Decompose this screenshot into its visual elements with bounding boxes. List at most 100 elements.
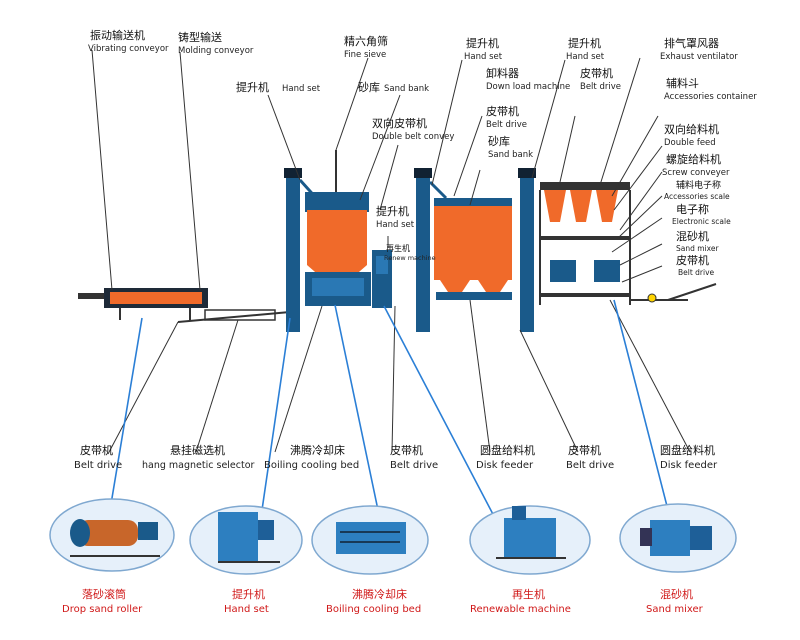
label-sandbank-2-cn: 砂库	[488, 135, 510, 148]
elevator-2	[416, 172, 430, 332]
caption-hand-set-cn: 提升机	[232, 587, 265, 601]
accessories-container-1	[544, 190, 566, 222]
label-sand-mixer-top-cn: 混砂机	[676, 229, 709, 243]
label-magnetic-en: hang magnetic selector	[142, 460, 255, 471]
label-exhaust-en: Exhaust ventilator	[660, 52, 738, 62]
caption-renewable-en: Renewable machine	[470, 604, 571, 615]
label-sandbank-1-cn: 砂库	[358, 81, 380, 94]
photo-captions: 落砂滚筒 Drop sand roller 提升机 Hand set 沸腾冷却床…	[62, 587, 704, 615]
label-belt-drive-b3-en: Belt drive	[566, 460, 614, 471]
label-beltdrive-top1-en: Belt drive	[580, 82, 621, 92]
machinery	[78, 150, 717, 332]
label-fine-sieve-cn: 精六角筛	[344, 34, 388, 48]
label-vibrating-conveyor-en: Vibrating conveyor	[88, 44, 169, 54]
label-belt-drive-b3-cn: 皮带机	[568, 443, 601, 457]
fine-sieve-frame	[305, 192, 369, 212]
label-download-en: Down load machine	[486, 82, 570, 92]
caption-hand-set-en: Hand set	[224, 604, 269, 615]
label-e-scale-cn: 电子称	[676, 202, 709, 216]
label-handset-1-en: Hand set	[282, 84, 321, 94]
label-disk-feeder-b2-en: Disk feeder	[660, 460, 718, 471]
label-belt-drive-b1-cn: 皮带机	[80, 443, 113, 457]
label-belt-drive-b2-en: Belt drive	[390, 460, 438, 471]
label-handset-2-en: Hand set	[464, 52, 503, 62]
caption-sand-mixer-cn: 混砂机	[660, 587, 693, 601]
label-handset-4-cn: 提升机	[376, 204, 409, 218]
photo-sand-mixer	[619, 503, 737, 573]
label-double-feed-cn: 双向给料机	[664, 122, 719, 136]
top-labels: 振动输送机 Vibrating conveyor 铸型输送 Molding co…	[88, 28, 757, 277]
photo-drop-sand-roller	[49, 498, 175, 572]
bottom-leader-lines	[107, 299, 691, 455]
photo-boiling-cooling-bed	[311, 505, 429, 575]
top-leader-lines	[91, 49, 663, 291]
label-sandbank-2-en: Sand bank	[488, 150, 533, 160]
label-belt-drive-b2-cn: 皮带机	[390, 443, 423, 457]
label-double-feed-en: Double feed	[664, 138, 716, 148]
belt-drive-1	[177, 311, 291, 323]
vibrating-conveyor	[78, 293, 108, 299]
caption-renewable-cn: 再生机	[512, 587, 545, 601]
photo-renewable-machine	[469, 505, 591, 575]
photo-hand-set	[189, 505, 303, 575]
label-fine-sieve-en: Fine sieve	[344, 50, 386, 60]
caption-drop-roller-cn: 落砂滚筒	[82, 587, 126, 601]
label-screw-en: Screw conveyer	[662, 168, 730, 178]
label-download-cn: 卸料器	[486, 66, 519, 80]
label-accessories-en: Accessories container	[664, 92, 757, 102]
label-beltdrive-top3-en: Belt drive	[678, 268, 715, 277]
magnetic-selector	[204, 309, 276, 321]
label-beltdrive-top2-en: Belt drive	[486, 120, 527, 130]
accessories-container-2	[570, 190, 592, 222]
label-exhaust-cn: 排气罩风器	[664, 36, 719, 50]
label-beltdrive-top2-cn: 皮带机	[486, 104, 519, 118]
label-disk-feeder-b1-en: Disk feeder	[476, 460, 534, 471]
label-acc-scale-cn: 辅料电子称	[676, 179, 721, 191]
label-sand-mixer-top-en: Sand mixer	[676, 244, 719, 253]
label-boiling-bed-b-en: Boiling cooling bed	[264, 460, 359, 471]
label-molding-conveyor-en: Molding conveyor	[178, 46, 254, 56]
label-handset-4-en: Hand set	[376, 220, 415, 230]
label-belt-drive-b1-en: Belt drive	[74, 460, 122, 471]
label-accessories-cn: 辅料斗	[666, 76, 699, 90]
label-acc-scale-en: Accessories scale	[664, 192, 730, 201]
label-handset-3-cn: 提升机	[568, 36, 601, 50]
label-renew-cn: 再生机	[386, 243, 410, 253]
elevator-3	[520, 172, 534, 332]
label-magnetic-cn: 悬挂磁选机	[170, 443, 225, 457]
label-sandbank-1-en: Sand bank	[384, 84, 429, 94]
label-beltdrive-top1-cn: 皮带机	[580, 66, 613, 80]
sand-bank	[434, 204, 512, 280]
label-molding-conveyor-cn: 铸型输送	[178, 30, 222, 44]
disk-feeder-1	[436, 292, 512, 300]
elevator-1	[286, 172, 300, 332]
caption-boiling-bed-en: Boiling cooling bed	[326, 604, 421, 615]
caption-sand-mixer-en: Sand mixer	[646, 604, 704, 615]
bottom-labels: 皮带机 Belt drive 悬挂磁选机 hang magnetic selec…	[74, 443, 718, 471]
photo-connector-lines	[109, 299, 669, 521]
photo-panels	[49, 498, 737, 575]
label-double-belt-cn: 双向皮带机	[372, 116, 427, 130]
label-renew-en: Renew machine	[384, 254, 436, 262]
caption-drop-roller-en: Drop sand roller	[62, 604, 143, 615]
accessories-rack	[540, 182, 630, 190]
label-screw-cn: 螺旋给料机	[666, 152, 721, 166]
label-e-scale-en: Electronic scale	[672, 217, 731, 226]
label-handset-3-en: Hand set	[566, 52, 605, 62]
label-handset-2-cn: 提升机	[466, 36, 499, 50]
label-disk-feeder-b1-cn: 圆盘给料机	[480, 443, 535, 457]
sand-mixer-2	[594, 260, 620, 282]
fine-sieve	[307, 210, 367, 265]
label-handset-1-cn: 提升机	[236, 80, 269, 94]
label-double-belt-en: Double belt convey	[372, 132, 454, 142]
molding-conveyor-body	[110, 292, 202, 304]
label-boiling-bed-b-cn: 沸腾冷却床	[290, 443, 345, 457]
caption-boiling-bed-cn: 沸腾冷却床	[352, 587, 407, 601]
accessories-container-3	[596, 190, 618, 222]
sand-mixer-1	[550, 260, 576, 282]
label-beltdrive-top3-cn: 皮带机	[676, 253, 709, 267]
label-vibrating-conveyor-cn: 振动输送机	[90, 28, 145, 42]
label-disk-feeder-b2-cn: 圆盘给料机	[660, 443, 715, 457]
